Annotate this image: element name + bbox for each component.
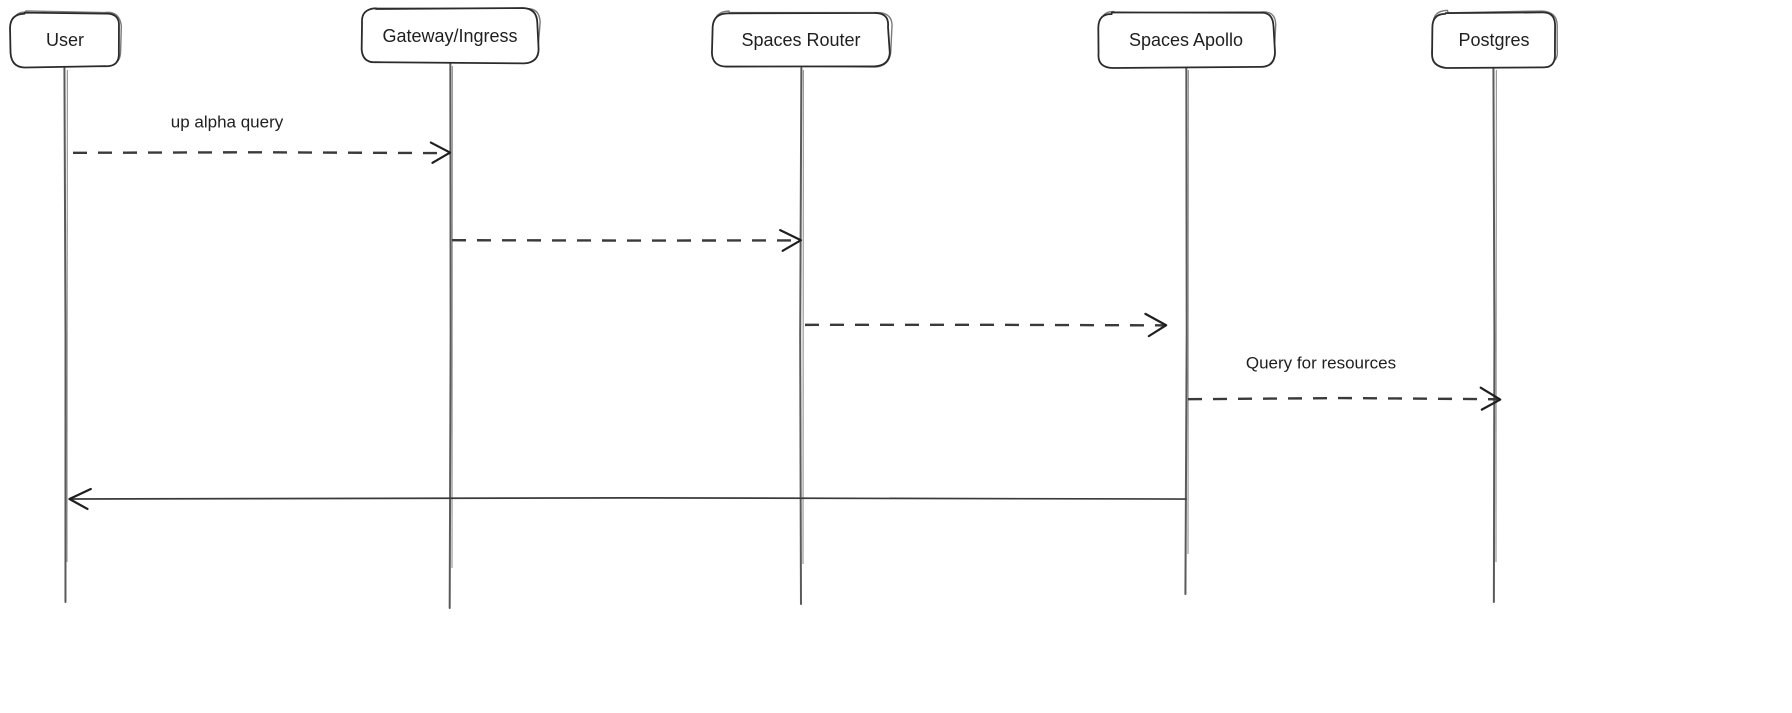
participant-boxes-layer: User Gateway/Ingress Spaces Router Spaces A…: [9, 7, 1559, 69]
lifeline-postgres: [1492, 67, 1497, 603]
arrowhead-m4: [1479, 386, 1502, 411]
message-m5: [68, 487, 1187, 511]
participant-label-spaces-apollo: Spaces Apollo: [1129, 30, 1243, 50]
message-m3: [804, 312, 1168, 338]
arrowhead-m3: [1144, 312, 1168, 338]
participant-box-gateway[interactable]: Gateway/Ingress: [360, 7, 541, 65]
message-line-m3: [804, 323, 1167, 327]
participant-label-user: User: [46, 30, 84, 50]
arrowhead-m5: [68, 487, 92, 511]
participant-box-user[interactable]: User: [9, 10, 123, 69]
participant-box-postgres[interactable]: Postgres: [1431, 9, 1559, 69]
lifeline-spaces-apollo: [1184, 67, 1189, 595]
lifeline-user: [63, 67, 68, 603]
message-m2: [451, 229, 803, 252]
message-m4: Query for resources: [1187, 353, 1502, 411]
message-label-m4: Query for resources: [1246, 353, 1396, 372]
lifeline-gateway: [448, 63, 453, 609]
participant-label-spaces-router: Spaces Router: [741, 30, 860, 50]
message-label-m1: up alpha query: [171, 112, 284, 131]
message-line-m5: [69, 497, 1187, 500]
message-m1: up alpha query: [72, 112, 452, 164]
participant-label-postgres: Postgres: [1458, 30, 1529, 50]
lifelines-layer: [63, 63, 1497, 609]
arrowhead-m1: [429, 141, 452, 164]
participant-box-spaces-apollo[interactable]: Spaces Apollo: [1097, 10, 1277, 69]
participant-label-gateway: Gateway/Ingress: [382, 26, 517, 46]
lifeline-spaces-router: [799, 67, 804, 605]
message-line-m1: [72, 151, 451, 155]
participant-box-spaces-router[interactable]: Spaces Router: [711, 10, 893, 68]
arrowhead-m2: [779, 229, 803, 252]
message-line-m4: [1187, 396, 1501, 401]
